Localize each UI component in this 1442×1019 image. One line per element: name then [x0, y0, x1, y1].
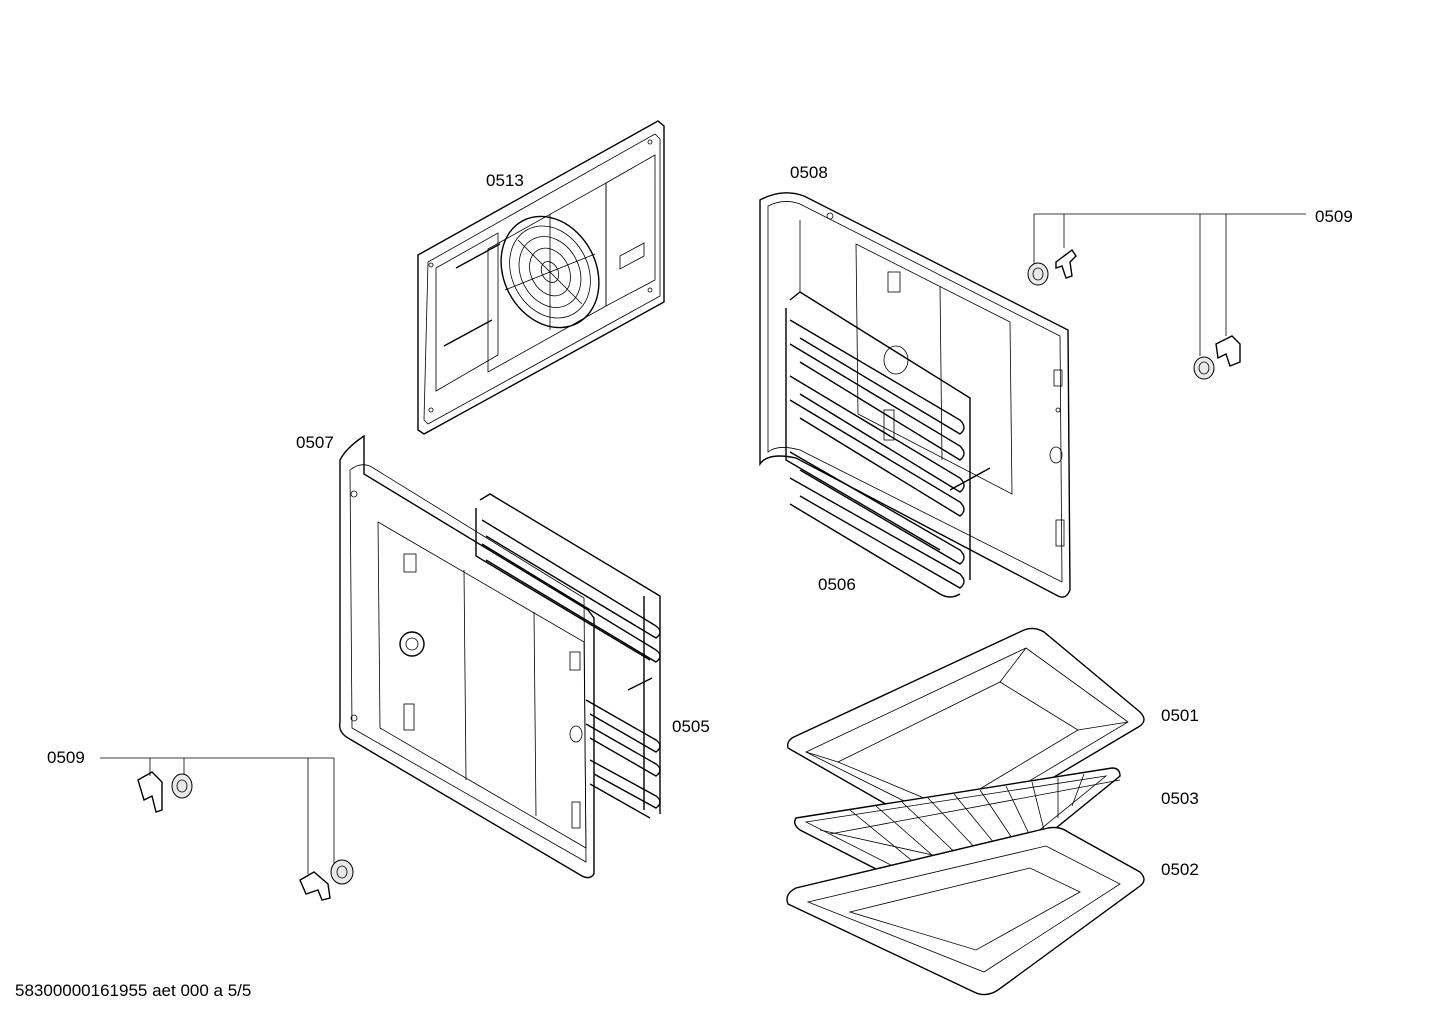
- shallow-baking-tray: [786, 826, 1145, 996]
- label-0505: 0505: [672, 717, 710, 736]
- label-0503: 0503: [1161, 789, 1199, 808]
- document-id: 58300000161955 aet 000 a 5/5: [15, 981, 252, 1000]
- label-0501: 0501: [1161, 706, 1199, 725]
- rear-panel-with-fan-cover: [417, 120, 665, 435]
- label-0509-right: 0509: [1315, 207, 1353, 226]
- mounting-clips-right: [1027, 213, 1306, 380]
- label-0507: 0507: [296, 433, 334, 452]
- label-0506: 0506: [818, 575, 856, 594]
- right-shelf-rail: [785, 220, 991, 598]
- left-shelf-rail: [475, 493, 661, 819]
- label-0502: 0502: [1161, 860, 1199, 879]
- right-side-wall: [759, 192, 1071, 598]
- mounting-clips-left: [100, 757, 354, 901]
- label-0508: 0508: [790, 163, 828, 182]
- label-0509-left: 0509: [47, 748, 85, 767]
- label-0513: 0513: [486, 171, 524, 190]
- left-side-wall: [338, 434, 595, 879]
